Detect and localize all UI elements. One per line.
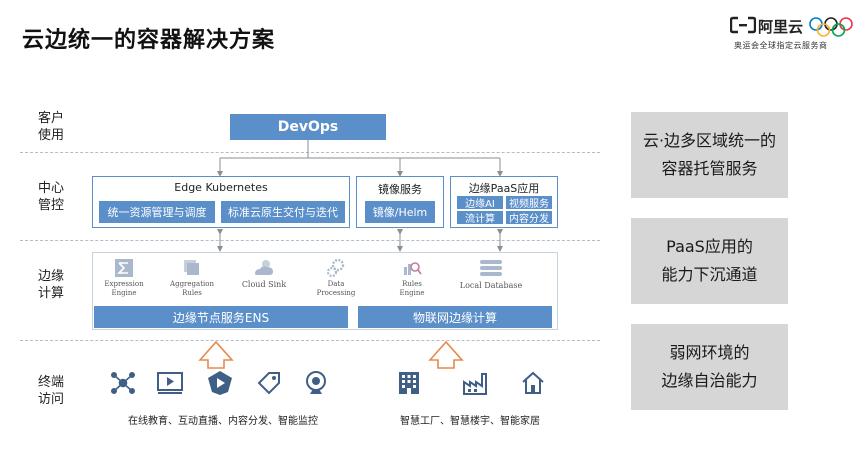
brand-name: 阿里云 <box>758 18 804 36</box>
panel-line: 容器托管服务 <box>661 159 758 178</box>
tool-cloud-sink: Cloud Sink <box>234 258 294 289</box>
panel-line: 能力下沉通道 <box>661 265 758 284</box>
panel-unified-hosting: 云·边多区域统一的 容器托管服务 <box>631 112 788 198</box>
tool-label: Expression Engine <box>104 280 144 297</box>
iot-edge-bar: 物联网边缘计算 <box>358 306 552 328</box>
edge-paas-frame: 边缘PaaS应用 边缘AI 视频服务 流计算 内容分发 <box>450 176 558 228</box>
mirror-service-frame: 镜像服务 镜像/Helm <box>356 176 444 228</box>
row-label-center-text: 中心 管控 <box>37 181 64 213</box>
edge-kubernetes-title: Edge Kubernetes <box>174 181 268 194</box>
shield-play-icon <box>208 371 232 395</box>
row-label-center: 中心 管控 <box>26 180 76 214</box>
panel-line: PaaS应用的 <box>666 237 753 256</box>
database-icon <box>480 260 502 276</box>
sigma-icon <box>115 259 133 277</box>
edge-ai-box: 边缘AI <box>457 196 503 210</box>
video-player-icon <box>157 372 183 394</box>
panel-paas-channel: PaaS应用的 能力下沉通道 <box>631 218 788 304</box>
devops-box: DevOps <box>230 114 386 140</box>
cloud-sun-icon <box>255 260 273 275</box>
row-label-customer: 客户 使用 <box>26 110 76 144</box>
terminal-right-caption: 智慧工厂、智慧楼宇、智能家居 <box>400 416 540 427</box>
terminal-left-caption: 在线教育、互动直播、内容分发、智能监控 <box>128 416 318 427</box>
home-icon <box>522 371 544 394</box>
row-label-customer-text: 客户 使用 <box>37 111 64 143</box>
separator-2 <box>20 240 600 241</box>
tool-label: Aggregation Rules <box>170 280 214 297</box>
stack-icon <box>184 260 199 275</box>
cloud-native-delivery-box: 标准云原生交付与迭代 <box>221 201 345 223</box>
panel-line: 弱网环境的 <box>669 343 750 362</box>
tool-data-processing: Data Processing <box>306 258 366 298</box>
stream-compute-box: 流计算 <box>457 211 503 225</box>
tool-label: Cloud Sink <box>241 280 287 289</box>
gears-icon <box>326 258 345 278</box>
ens-service-bar: 边缘节点服务ENS <box>94 306 348 328</box>
brand-block: 阿里云 奥运会全球指定云服务商 <box>730 14 854 54</box>
brand-subtitle: 奥运会全球指定云服务商 <box>734 41 828 50</box>
tool-expression-engine: Expression Engine <box>94 258 154 298</box>
tool-aggregation-rules: Aggregation Rules <box>162 258 222 298</box>
unified-resource-box: 统一资源管理与调度 <box>99 201 215 223</box>
content-delivery-box: 内容分发 <box>506 211 552 225</box>
row-label-terminal-text: 终端 访问 <box>37 375 64 407</box>
network-icon <box>110 371 135 394</box>
separator-1 <box>20 152 600 153</box>
edge-kubernetes-frame: Edge Kubernetes 统一资源管理与调度 标准云原生交付与迭代 <box>92 176 350 228</box>
panel-edge-autonomy: 弱网环境的 边缘自治能力 <box>631 324 788 410</box>
tag-icon <box>257 372 280 395</box>
factory-icon <box>463 373 487 395</box>
panel-line: 边缘自治能力 <box>661 371 758 390</box>
video-service-box: 视频服务 <box>506 196 552 210</box>
olympic-rings-icon <box>809 17 853 37</box>
mirror-helm-box: 镜像/Helm <box>365 201 435 223</box>
webcam-icon <box>306 371 326 394</box>
tool-rules-engine: Rules Engine <box>382 258 442 298</box>
aliyun-logo-icon <box>730 16 756 34</box>
tool-local-database: Local Database <box>454 258 528 290</box>
tool-label: Data Processing <box>316 280 356 297</box>
row-label-edge: 边缘 计算 <box>26 268 76 302</box>
tool-label: Local Database <box>459 281 523 290</box>
edge-paas-title: 边缘PaaS应用 <box>468 182 540 195</box>
panel-line: 云·边多区域统一的 <box>642 131 777 150</box>
separator-3 <box>20 340 600 341</box>
row-label-terminal: 终端 访问 <box>26 374 76 408</box>
mirror-service-title: 镜像服务 <box>378 183 422 196</box>
building-icon <box>399 372 419 394</box>
row-label-edge-text: 边缘 计算 <box>37 269 64 301</box>
page-title: 云边统一的容器解决方案 <box>22 28 276 53</box>
chart-search-icon <box>404 262 422 275</box>
tool-label: Rules Engine <box>399 280 425 297</box>
